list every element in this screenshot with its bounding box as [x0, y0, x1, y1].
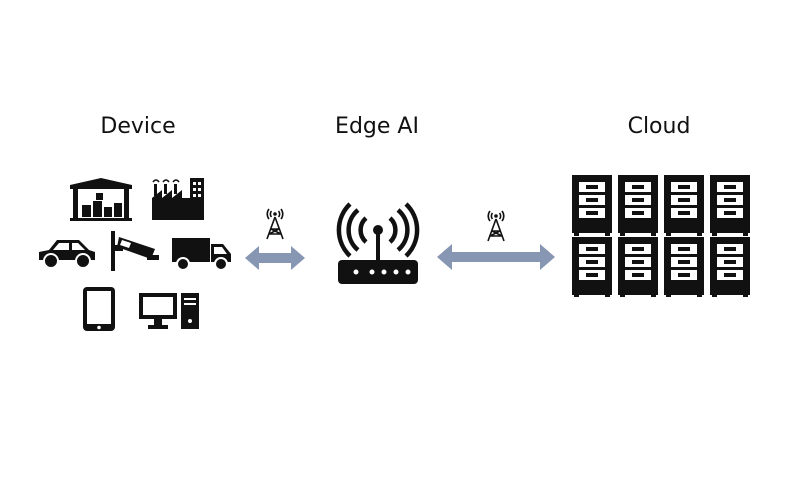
edge-ai-heading: Edge AI: [335, 114, 419, 139]
tablet-icon: [83, 287, 115, 331]
desktop-computer-icon: [139, 293, 199, 329]
truck-icon: [172, 238, 231, 271]
antenna-tower-icon: [266, 208, 284, 240]
device-heading: Device: [100, 114, 176, 139]
security-camera-icon: [111, 231, 159, 271]
bidirectional-arrow-icon: [245, 246, 305, 270]
bidirectional-arrow-icon: [437, 244, 555, 270]
cloud-heading: Cloud: [627, 114, 691, 139]
car-icon: [39, 240, 95, 269]
wifi-router-icon: [336, 202, 420, 284]
warehouse-icon: [70, 178, 132, 221]
antenna-tower-icon: [487, 210, 505, 242]
factory-icon: [152, 178, 204, 220]
server-rack-icon: [572, 175, 750, 297]
